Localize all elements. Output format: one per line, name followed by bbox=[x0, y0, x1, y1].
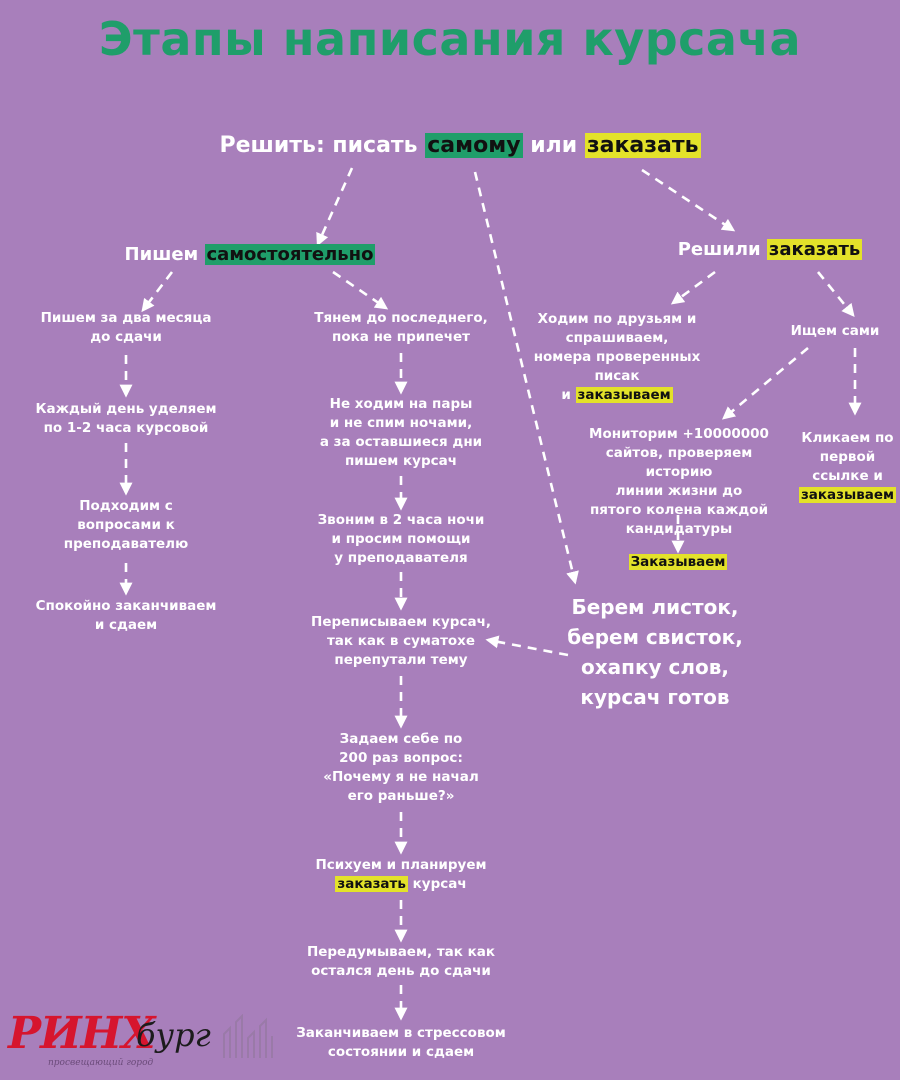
order-branch: Решили заказать bbox=[640, 237, 900, 263]
order-branch-highlight: заказать bbox=[766, 239, 863, 260]
magic-step: Берем листок, берем свисток, охапку слов… bbox=[567, 595, 743, 709]
page-title: Этапы написания курсача bbox=[98, 12, 802, 66]
arrow-magic-to-rewrite bbox=[485, 635, 569, 657]
mid-step-7: Передумываем, так как остался день до сд… bbox=[306, 944, 496, 979]
arrow-order-to-friends bbox=[670, 270, 716, 305]
panic-highlight: заказать bbox=[335, 876, 408, 892]
self-branch-highlight: самостоятельно bbox=[204, 244, 376, 265]
arrow-self-to-mid bbox=[332, 270, 389, 310]
mid-step-panic: Психуем и планируем заказать курсач bbox=[286, 856, 516, 894]
panic-post: курсач bbox=[407, 876, 467, 892]
monitor-result: Заказываем bbox=[578, 553, 778, 572]
arrow-root-to-order bbox=[641, 168, 736, 232]
left-step-2: Каждый день уделяем по 1-2 часа курсовой bbox=[35, 401, 217, 436]
left-step-3: Подходим с вопросами к преподавателю bbox=[63, 498, 189, 552]
self-branch: Пишем самостоятельно bbox=[80, 242, 420, 268]
arrow-root-to-self bbox=[316, 167, 354, 247]
arrow-order-to-search bbox=[816, 271, 855, 318]
left-step-4: Спокойно заканчиваем и сдаем bbox=[35, 598, 217, 633]
logo-suffix-text: бург bbox=[136, 1016, 211, 1054]
search-self-step: Ищем сами bbox=[790, 323, 880, 339]
mid-step-3: Звоним в 2 часа ночи и просим помощи у п… bbox=[317, 512, 485, 566]
monitor-step: Мониторим +10000000 сайтов, проверяем ис… bbox=[589, 426, 769, 537]
mid-step-5: Задаем себе по 200 раз вопрос: «Почему я… bbox=[323, 731, 479, 804]
monitor-result-highlight: Заказываем bbox=[628, 554, 728, 570]
arrow-self-to-left bbox=[141, 271, 174, 313]
root-order-highlight: заказать bbox=[584, 133, 701, 158]
mid-step-1: Тянем до последнего, пока не припечет bbox=[314, 310, 488, 345]
root-decision: Решить: писать самому или заказать bbox=[150, 131, 770, 161]
logo-city-graphic bbox=[223, 1014, 273, 1058]
mid-step-2: Не ходим на пары и не спим ночами, а за … bbox=[319, 396, 483, 469]
arrow-search-to-monitor bbox=[722, 347, 809, 420]
first-link-pre: Кликаем по первой ссылке и bbox=[801, 430, 894, 484]
root-mid: или bbox=[522, 133, 585, 158]
left-step-1: Пишем за два месяца до сдачи bbox=[40, 310, 212, 345]
friends-step: Ходим по друзьям и спрашиваем, номера пр… bbox=[512, 310, 722, 405]
root-self-highlight: самому bbox=[425, 133, 523, 158]
logo-main-text: РИНХ bbox=[8, 1008, 155, 1059]
arrow-root-to-magic bbox=[473, 171, 579, 585]
logo-tagline: просвещающий город bbox=[48, 1058, 154, 1068]
first-link-step: Кликаем по первой ссылке и заказываем bbox=[795, 429, 900, 505]
friends-highlight: заказываем bbox=[575, 387, 673, 403]
panic-pre: Психуем и планируем bbox=[315, 857, 487, 873]
rinhburg-logo: РИНХ бург просвещающий город bbox=[8, 1008, 288, 1072]
first-link-highlight: заказываем bbox=[798, 487, 897, 503]
mid-step-4: Переписываем курсач, так как в суматохе … bbox=[311, 614, 491, 668]
self-branch-pre: Пишем bbox=[124, 244, 205, 265]
order-branch-pre: Решили bbox=[677, 239, 767, 260]
friends-pre: Ходим по друзьям и спрашиваем, номера пр… bbox=[533, 311, 701, 403]
mid-step-8: Заканчиваем в стрессовом состоянии и сда… bbox=[296, 1025, 506, 1060]
root-pre: Решить: писать bbox=[219, 133, 426, 158]
